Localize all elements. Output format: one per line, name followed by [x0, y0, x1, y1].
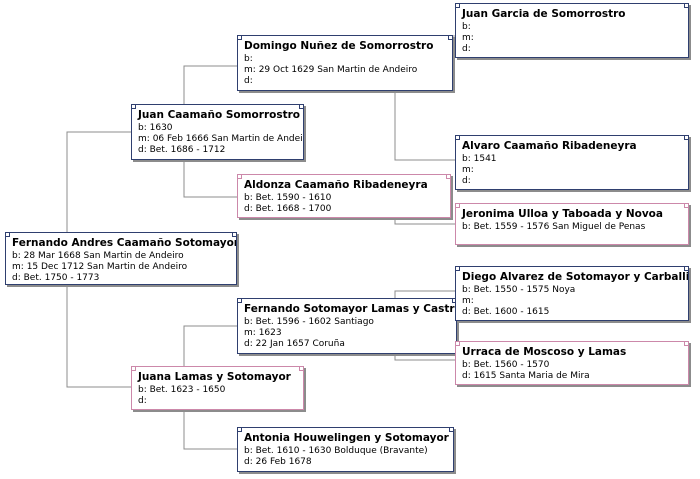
person-box-juan-caamano[interactable]: Juan Caamaño Somorrostro b: 1630 m: 06 F… [131, 104, 304, 160]
birth-line: b: Bet. 1610 - 1630 Bolduque (Bravante) [244, 446, 428, 456]
birth-line: b: Bet. 1560 - 1570 [462, 360, 550, 370]
person-box-juana-lamas[interactable]: Juana Lamas y Sotomayor b: Bet. 1623 - 1… [131, 366, 304, 410]
birth-line: b: Bet. 1596 - 1602 Santiago [244, 317, 374, 327]
birth-line: b: 1541 [462, 154, 497, 164]
person-name: Jeronima Ulloa y Taboada y Novoa [462, 208, 663, 220]
birth-line: b: [462, 22, 471, 32]
death-line: d: Bet. 1686 - 1712 [138, 145, 226, 155]
birth-line: b: [244, 54, 253, 64]
birth-line: b: Bet. 1590 - 1610 [244, 193, 332, 203]
person-name: Antonia Houwelingen y Sotomayor [244, 432, 449, 444]
death-line: d: [138, 396, 147, 406]
death-line: d: [462, 176, 471, 186]
death-line: d: Bet. 1750 - 1773 [12, 273, 100, 283]
marriage-line: m: 1623 [244, 328, 282, 338]
person-box-fernando-sotomayor[interactable]: Fernando Sotomayor Lamas y Castro b: Bet… [237, 298, 457, 354]
death-line: d: 26 Feb 1678 [244, 457, 312, 467]
marriage-line: m: [462, 33, 474, 43]
person-name: Diego Alvarez de Sotomayor y Carballido [462, 271, 689, 283]
death-line: d: 22 Jan 1657 Coruña [244, 339, 345, 349]
marriage-line: m: [462, 165, 474, 175]
marriage-line: m: 06 Feb 1666 San Martin de Andeiro [138, 134, 304, 144]
person-name: Juana Lamas y Sotomayor [138, 371, 291, 383]
death-line: d: Bet. 1668 - 1700 [244, 204, 332, 214]
person-box-juan-garcia[interactable]: Juan Garcia de Somorrostro b: m: d: [455, 3, 689, 58]
birth-line: b: Bet. 1623 - 1650 [138, 385, 226, 395]
person-box-urraca-moscoso[interactable]: Urraca de Moscoso y Lamas b: Bet. 1560 -… [455, 341, 689, 385]
person-box-aldonza-caamano[interactable]: Aldonza Caamaño Ribadeneyra b: Bet. 1590… [237, 174, 451, 218]
death-line: d: [244, 76, 253, 86]
person-box-alvaro-caamano[interactable]: Alvaro Caamaño Ribadeneyra b: 1541 m: d: [455, 135, 689, 190]
birth-line: b: 28 Mar 1668 San Martin de Andeiro [12, 251, 184, 261]
marriage-line: m: 15 Dec 1712 San Martin de Andeiro [12, 262, 188, 272]
death-line: d: [462, 44, 471, 54]
person-name: Juan Garcia de Somorrostro [462, 8, 626, 20]
person-box-diego-alvarez[interactable]: Diego Alvarez de Sotomayor y Carballido … [455, 266, 689, 321]
person-name: Domingo Nuñez de Somorrostro [244, 40, 434, 52]
person-box-jeronima-ulloa[interactable]: Jeronima Ulloa y Taboada y Novoa b: Bet.… [455, 203, 689, 245]
person-name: Urraca de Moscoso y Lamas [462, 346, 627, 358]
person-name: Aldonza Caamaño Ribadeneyra [244, 179, 428, 191]
person-box-domingo-nunez[interactable]: Domingo Nuñez de Somorrostro b: m: 29 Oc… [237, 35, 453, 91]
person-box-antonia-houwelingen[interactable]: Antonia Houwelingen y Sotomayor b: Bet. … [237, 427, 454, 472]
birth-line: b: Bet. 1550 - 1575 Noya [462, 285, 576, 295]
marriage-line: m: 29 Oct 1629 San Martin de Andeiro [244, 65, 418, 75]
person-box-fernando-andres[interactable]: Fernando Andres Caamaño Sotomayor b: 28 … [5, 232, 237, 285]
person-name: Juan Caamaño Somorrostro [138, 109, 301, 121]
person-name: Fernando Andres Caamaño Sotomayor [12, 237, 237, 249]
birth-line: b: Bet. 1559 - 1576 San Miguel de Penas [462, 222, 646, 232]
death-line: d: Bet. 1600 - 1615 [462, 307, 550, 317]
person-name: Alvaro Caamaño Ribadeneyra [462, 140, 637, 152]
marriage-line: m: [462, 296, 474, 306]
person-name: Fernando Sotomayor Lamas y Castro [244, 303, 457, 315]
death-line: d: 1615 Santa Maria de Mira [462, 371, 590, 381]
birth-line: b: 1630 [138, 123, 173, 133]
